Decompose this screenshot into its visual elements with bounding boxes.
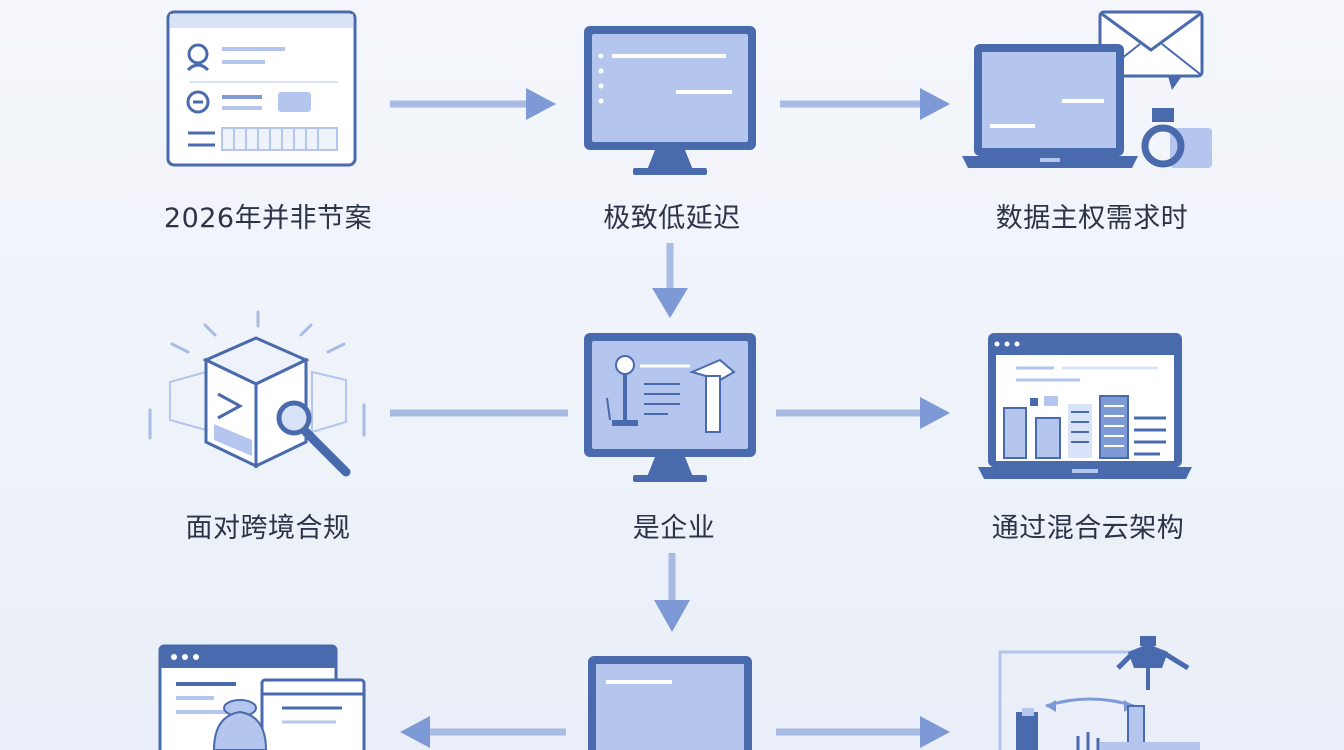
arrow-r1-c1-c2 bbox=[390, 88, 556, 120]
laptop-mail-icon bbox=[962, 10, 1212, 168]
arrow-r3-c2-c3 bbox=[776, 716, 950, 748]
label-r2-c2: 是企业 bbox=[632, 513, 716, 544]
browser-bag-icon bbox=[158, 644, 366, 750]
monitor-icon-bottom bbox=[588, 656, 752, 750]
label-r1-c2: 极致低延迟 bbox=[603, 203, 741, 234]
label-r1-c1: 2026年并非节案 bbox=[163, 203, 373, 234]
monitor-tools-icon bbox=[584, 333, 756, 482]
label-r2-c3: 通过混合云架构 bbox=[991, 513, 1185, 544]
arrow-r2-c2-c3 bbox=[776, 397, 950, 429]
form-window-icon bbox=[166, 10, 357, 167]
laptop-dashboard-icon bbox=[978, 333, 1192, 479]
robot-arm-icon bbox=[998, 636, 1200, 750]
label-r1-c3: 数据主权需求时 bbox=[995, 203, 1189, 234]
arrow-r3-c2-c1 bbox=[400, 716, 566, 748]
cube-magnifier-icon bbox=[148, 310, 366, 477]
monitor-icon-top bbox=[584, 26, 756, 175]
arrow-down-r1-r2 bbox=[652, 243, 688, 318]
label-r2-c1: 面对跨境合规 bbox=[185, 513, 351, 544]
arrow-down-r2-r3 bbox=[654, 553, 690, 632]
arrow-r1-c2-c3 bbox=[780, 88, 950, 120]
